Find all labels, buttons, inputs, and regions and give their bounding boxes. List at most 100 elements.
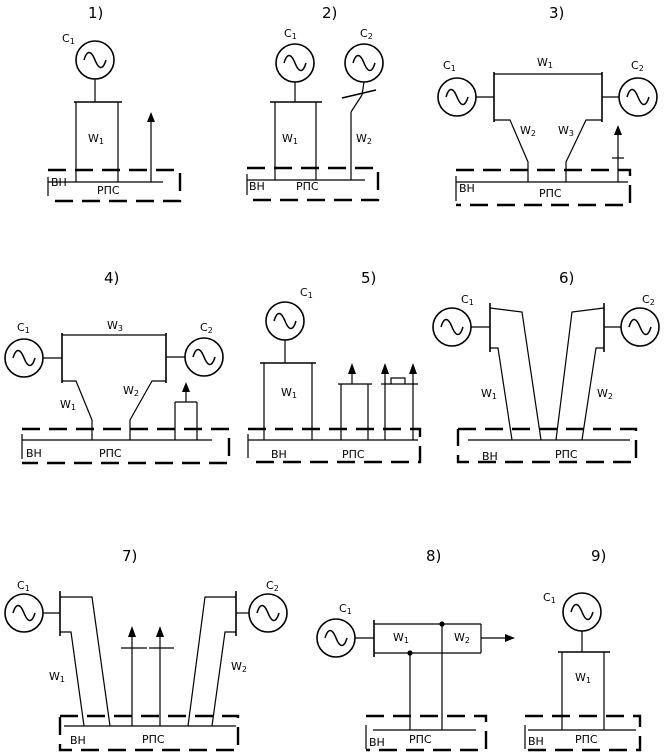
scheme-4: 4) С1 С2 W3 W1 W2 ВН РПС	[4, 269, 231, 465]
scheme-5-load-arrow-3-icon	[409, 363, 417, 374]
scheme-2-line-1-label: W1	[282, 132, 298, 146]
scheme-3-line-2	[494, 119, 529, 182]
scheme-9-rps-label: РПС	[575, 733, 598, 746]
scheme-5-number: 5)	[361, 269, 376, 287]
scheme-2-generator-2-sine-icon	[352, 54, 376, 72]
scheme-7-generator-1-sine-icon	[12, 604, 36, 622]
scheme-6-line-1-outer	[489, 307, 542, 441]
scheme-7-rps-label: РПС	[142, 733, 165, 746]
scheme-2: 2) С1 W1 С2 W2 ВН РПС	[246, 4, 384, 202]
scheme-6-line-2-outer	[555, 307, 605, 441]
scheme-1-load-arrow-icon	[147, 112, 155, 122]
scheme-8-line-2-label: W2	[454, 631, 470, 645]
scheme-3-generator-1-sine-icon	[445, 88, 469, 106]
scheme-2-substation-boundary	[247, 166, 380, 202]
scheme-3-vn-label: ВН	[459, 182, 475, 195]
scheme-1-substation-boundary	[48, 168, 182, 203]
scheme-1-generator-label: С1	[62, 32, 75, 46]
scheme-4-line-2-label: W2	[123, 384, 139, 398]
scheme-7-load-arrow-2-icon	[156, 626, 164, 637]
scheme-5-vn-label: ВН	[271, 448, 287, 461]
scheme-7-vn-label: ВН	[70, 734, 86, 747]
scheme-3-line-1-label: W1	[537, 56, 553, 70]
scheme-9-number: 9)	[591, 547, 606, 565]
scheme-7-generator-1-label: С1	[17, 579, 30, 593]
scheme-6-line-2-label: W2	[597, 387, 613, 401]
scheme-4-generator-2-sine-icon	[192, 348, 216, 366]
scheme-3-substation-boundary	[456, 168, 632, 207]
scheme-2-rps-label: РПС	[296, 180, 319, 193]
scheme-2-line-2-label: W2	[356, 132, 372, 146]
scheme-2-generator-1-label: С1	[284, 27, 297, 41]
scheme-4-generator-1-sine-icon	[12, 349, 36, 367]
scheme-6-generator-1-label: С1	[461, 293, 474, 307]
scheme-6-vn-label: ВН	[482, 450, 498, 463]
scheme-6-line-1-inner	[490, 347, 513, 441]
scheme-6-rps-label: РПС	[555, 448, 578, 461]
scheme-5-substation-boundary	[248, 427, 422, 464]
scheme-7-substation-boundary	[58, 714, 240, 752]
scheme-7-line-2-inner	[211, 631, 236, 727]
scheme-9-generator-sine-icon	[570, 603, 594, 621]
scheme-1-line-label: W1	[88, 132, 104, 146]
scheme-3-line-3	[565, 119, 602, 182]
scheme-3-rps-label: РПС	[539, 187, 562, 200]
scheme-6-substation-boundary	[456, 427, 638, 464]
scheme-5-load-arrow-1-icon	[348, 363, 356, 374]
scheme-4-line-3-label: W3	[107, 319, 123, 333]
scheme-3-generator-1-label: С1	[443, 59, 456, 73]
scheme-8-outgoing-arrow-icon	[505, 634, 515, 642]
scheme-6-generator-1-sine-icon	[440, 318, 464, 336]
scheme-6-line-2-inner	[581, 347, 604, 441]
scheme-5: 5) С1 W1 ВН РПС	[247, 269, 422, 464]
scheme-8-generator-sine-icon	[324, 629, 348, 647]
scheme-4-line-1-label: W1	[60, 398, 76, 412]
scheme-4-substation-boundary	[22, 427, 231, 465]
scheme-5-line-label: W1	[281, 386, 297, 400]
scheme-9-line-label: W1	[575, 671, 591, 685]
scheme-6: 6) С1 С2 W1 W2 ВН РПС	[432, 269, 660, 464]
scheme-4-number: 4)	[104, 269, 119, 287]
scheme-6-generator-2-label: С2	[642, 293, 655, 307]
scheme-7-generator-2-label: С2	[266, 579, 279, 593]
scheme-2-vn-label: ВН	[249, 180, 265, 193]
scheme-3-load-arrow-icon	[614, 125, 622, 135]
scheme-1-vn-label: ВН	[51, 176, 67, 189]
scheme-9-substation-boundary	[525, 714, 642, 752]
scheme-7-line-1-inner	[60, 631, 85, 727]
scheme-1-number: 1)	[88, 4, 103, 22]
scheme-1-rps-label: РПС	[97, 184, 120, 197]
scheme-7-line-1-outer	[60, 596, 111, 727]
scheme-5-rps-label: РПС	[342, 448, 365, 461]
scheme-7-generator-2-sine-icon	[256, 604, 280, 622]
scheme-9: 9) С1 W1 ВН РПС	[524, 547, 642, 752]
scheme-1: 1) С1 W1 ВН РПС	[47, 4, 182, 203]
scheme-7-line-2-label: W2	[231, 660, 247, 674]
scheme-5-load-arrow-2-icon	[381, 363, 389, 374]
scheme-4-generator-1-label: С1	[17, 321, 30, 335]
scheme-8-substation-boundary	[366, 714, 488, 752]
scheme-8: 8) С1 W1 W2 ВН РПС	[316, 547, 515, 752]
scheme-3-number: 3)	[549, 4, 564, 22]
scheme-3-line-2-label: W2	[520, 124, 536, 138]
scheme-4-generator-2-label: С2	[200, 321, 213, 335]
scheme-1-generator-sine-icon	[83, 51, 107, 69]
scheme-9-generator-label: С1	[543, 591, 556, 605]
scheme-2-generator-1-sine-icon	[283, 54, 307, 72]
scheme-3-generator-2-label: С2	[631, 59, 644, 73]
scheme-3-line-3-label: W3	[558, 124, 574, 138]
scheme-2-breaker	[341, 89, 377, 99]
scheme-5-generator-sine-icon	[273, 312, 297, 330]
scheme-6-generator-2-sine-icon	[628, 318, 652, 336]
scheme-5-generator-label: С1	[300, 286, 313, 300]
scheme-2-number: 2)	[322, 4, 337, 22]
scheme-8-generator-label: С1	[339, 602, 352, 616]
scheme-2-generator-2-label: С2	[360, 27, 373, 41]
scheme-7-number: 7)	[122, 547, 137, 565]
scheme-7-line-2-outer	[187, 596, 236, 727]
scheme-5-bridge	[390, 377, 406, 384]
scheme-3-generator-2-sine-icon	[626, 88, 650, 106]
scheme-4-vn-label: ВН	[26, 447, 42, 460]
scheme-4-rps-label: РПС	[99, 447, 122, 460]
